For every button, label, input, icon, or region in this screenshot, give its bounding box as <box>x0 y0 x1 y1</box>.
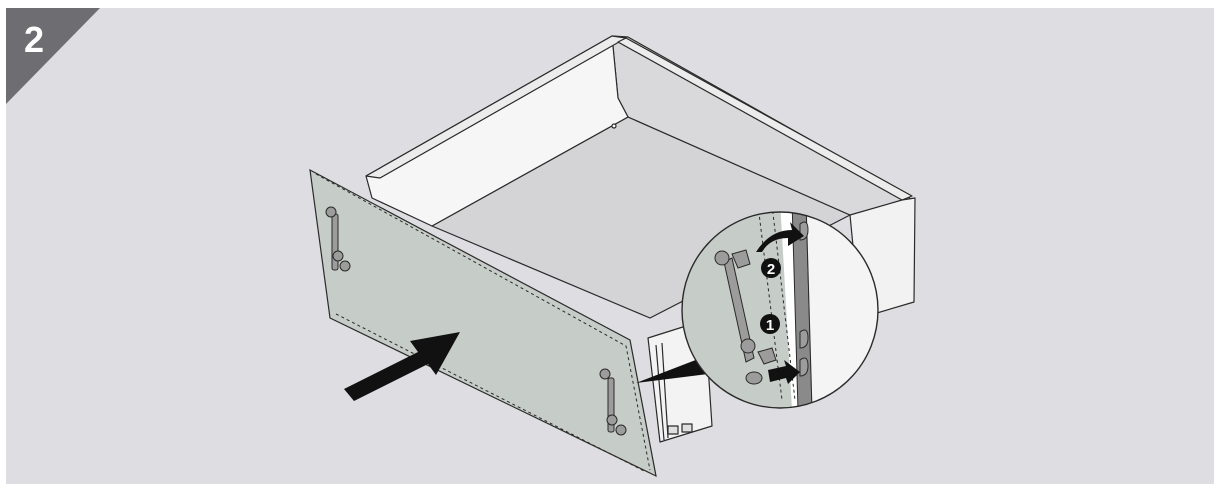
runner-connector-2 <box>681 423 693 433</box>
callout-marker-1: 1 <box>760 314 780 334</box>
callout-pointer <box>636 356 716 383</box>
zoom-detail: 2 1 <box>681 211 879 409</box>
push-arrow-small <box>768 360 800 384</box>
drawer-box <box>365 35 916 443</box>
front-fixing-bracket-right <box>599 368 627 436</box>
step-badge-shape <box>6 8 100 104</box>
zoom-fixing-bracket <box>714 249 777 385</box>
zoom-circle-outline <box>681 211 879 409</box>
push-direction-arrow <box>344 332 460 401</box>
front-fixing-bracket-left <box>325 206 351 272</box>
callout-label-2: 2 <box>767 261 775 278</box>
front-panel-face <box>309 168 657 478</box>
callout-label-1: 1 <box>766 317 774 334</box>
front-panel <box>309 168 657 478</box>
runner-connector <box>667 425 679 435</box>
callout-marker-2: 2 <box>761 258 781 278</box>
front-panel-edge-dashed <box>315 173 651 471</box>
rotate-arrow <box>756 222 804 252</box>
back-wall-hole <box>611 123 617 129</box>
step-number: 2 <box>24 19 44 60</box>
step-badge: 2 <box>6 8 100 104</box>
